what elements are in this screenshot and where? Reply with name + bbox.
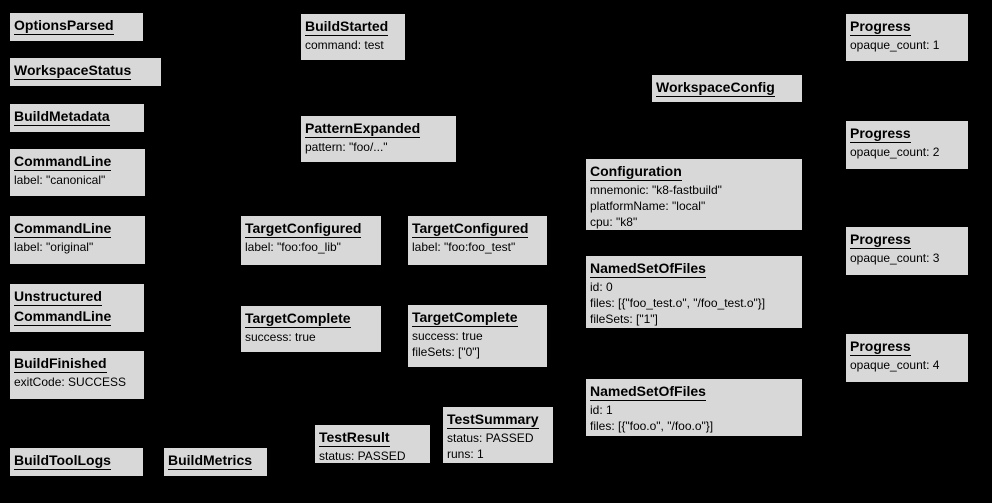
node-title: WorkspaceStatus <box>14 62 132 80</box>
event-node-configuration: Configuration mnemonic: "k8-fastbuild" pla… <box>585 158 803 231</box>
node-title: BuildStarted <box>305 18 389 36</box>
node-detail: label: "foo:foo_lib" <box>245 240 341 254</box>
node-title: BuildMetadata <box>14 108 110 126</box>
node-title: TestSummary <box>447 411 539 429</box>
event-node-command-line-canonical: CommandLine label: "canonical" <box>9 148 146 197</box>
node-detail: success: true <box>245 330 316 344</box>
event-node-build-finished: BuildFinished exitCode: SUCCESS <box>9 350 145 400</box>
node-detail: opaque_count: 1 <box>850 38 940 52</box>
node-detail: fileSets: ["1"] <box>590 312 658 326</box>
node-title: BuildToolLogs <box>14 452 111 470</box>
event-node-progress-1: Progress opaque_count: 1 <box>845 13 969 62</box>
event-node-build-tool-logs: BuildToolLogs <box>9 447 144 477</box>
event-node-workspace-config: WorkspaceConfig <box>651 74 803 103</box>
event-node-test-summary: TestSummary status: PASSED runs: 1 <box>442 406 554 464</box>
node-title: Progress <box>850 231 911 249</box>
node-detail: id: 0 <box>590 280 613 294</box>
node-detail: cpu: "k8" <box>590 215 638 229</box>
node-detail: label: "canonical" <box>14 173 106 187</box>
node-title: TargetConfigured <box>245 220 362 238</box>
node-detail: status: PASSED <box>447 431 534 445</box>
node-detail: runs: 1 <box>447 447 484 461</box>
node-detail: label: "foo:foo_test" <box>412 240 516 254</box>
event-node-workspace-status: WorkspaceStatus <box>9 57 162 87</box>
event-node-build-metrics: BuildMetrics <box>163 447 268 477</box>
node-title: OptionsParsed <box>14 17 114 35</box>
node-detail: platformName: "local" <box>590 199 706 213</box>
node-title: CommandLine <box>14 153 112 171</box>
node-detail: files: [{"foo.o", "/foo.o"}] <box>590 419 714 433</box>
node-title: CommandLine <box>14 308 112 326</box>
node-detail: id: 1 <box>590 403 613 417</box>
node-title: TargetConfigured <box>412 220 529 238</box>
event-node-progress-4: Progress opaque_count: 4 <box>845 333 969 383</box>
node-detail: opaque_count: 4 <box>850 358 940 372</box>
node-detail: opaque_count: 2 <box>850 145 940 159</box>
node-detail: command: test <box>305 38 384 52</box>
node-title: Unstructured <box>14 288 102 306</box>
event-node-progress-2: Progress opaque_count: 2 <box>845 120 969 170</box>
node-detail: opaque_count: 3 <box>850 251 940 265</box>
node-detail: mnemonic: "k8-fastbuild" <box>590 183 722 197</box>
event-node-target-configured-foo-lib: TargetConfigured label: "foo:foo_lib" <box>240 215 382 266</box>
node-title: NamedSetOfFiles <box>590 260 706 278</box>
node-title: PatternExpanded <box>305 120 421 138</box>
node-title: TargetComplete <box>412 309 518 327</box>
node-title: WorkspaceConfig <box>656 79 775 97</box>
event-node-progress-3: Progress opaque_count: 3 <box>845 226 969 276</box>
node-detail: files: [{"foo_test.o", "/foo_test.o"}] <box>590 296 766 310</box>
node-detail: label: "original" <box>14 240 94 254</box>
node-title: TargetComplete <box>245 310 351 328</box>
node-detail: success: true <box>412 329 483 343</box>
node-title: Progress <box>850 18 911 36</box>
node-title: TestResult <box>319 429 390 447</box>
node-title: Configuration <box>590 163 682 181</box>
event-node-target-complete-foo-test: TargetComplete success: true fileSets: ["0… <box>407 304 548 368</box>
event-node-target-complete-foo-lib: TargetComplete success: true <box>240 305 382 353</box>
event-node-target-configured-foo-test: TargetConfigured label: "foo:foo_test" <box>407 215 548 266</box>
event-node-test-result: TestResult status: PASSED <box>314 424 431 464</box>
node-detail: fileSets: ["0"] <box>412 345 480 359</box>
node-title: BuildMetrics <box>168 452 253 470</box>
node-title: NamedSetOfFiles <box>590 383 706 401</box>
event-node-pattern-expanded: PatternExpanded pattern: "foo/..." <box>300 115 457 163</box>
node-title: BuildFinished <box>14 355 107 373</box>
event-node-build-metadata: BuildMetadata <box>9 103 145 133</box>
node-title: Progress <box>850 338 911 356</box>
node-detail: status: PASSED <box>319 449 406 463</box>
event-node-named-set-of-files-1: NamedSetOfFiles id: 1 files: [{"foo.o", "/… <box>585 378 803 437</box>
event-node-command-line-original: CommandLine label: "original" <box>9 215 146 265</box>
node-title: CommandLine <box>14 220 112 238</box>
node-detail: pattern: "foo/..." <box>305 140 388 154</box>
node-detail: exitCode: SUCCESS <box>14 375 127 389</box>
event-node-options-parsed: OptionsParsed <box>9 12 144 42</box>
event-node-build-started: BuildStarted command: test <box>300 13 406 61</box>
event-node-named-set-of-files-0: NamedSetOfFiles id: 0 files: [{"foo_test.o… <box>585 255 803 329</box>
node-title: Progress <box>850 125 911 143</box>
